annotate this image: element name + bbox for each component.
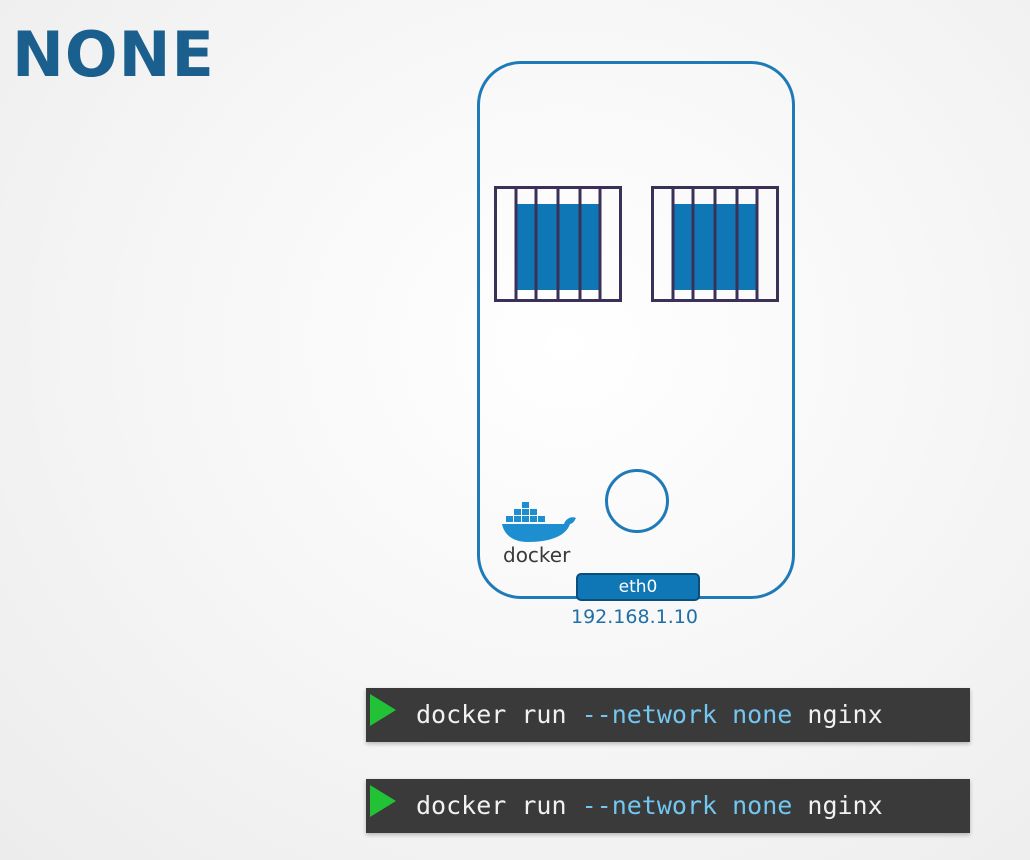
interface-label: eth0 (618, 577, 658, 597)
ip-address: 192.168.1.10 (571, 606, 698, 628)
command-bar: docker run --network none nginx (366, 779, 970, 833)
docker-whale-icon (500, 496, 584, 568)
command-text: docker run --network none nginx (416, 791, 883, 820)
container-cage-icon (651, 186, 779, 302)
container-2 (651, 186, 779, 302)
play-icon (370, 694, 396, 726)
command-text: docker run --network none nginx (416, 700, 883, 729)
container-1 (494, 186, 622, 302)
docker-wordmark: docker (503, 543, 571, 567)
play-icon (370, 785, 396, 817)
command-bar: docker run --network none nginx (366, 688, 970, 742)
slide-title: NONE (12, 18, 215, 91)
eth0-interface: eth0 (576, 573, 700, 601)
network-namespace-circle (605, 469, 669, 533)
container-cage-icon (494, 186, 622, 302)
